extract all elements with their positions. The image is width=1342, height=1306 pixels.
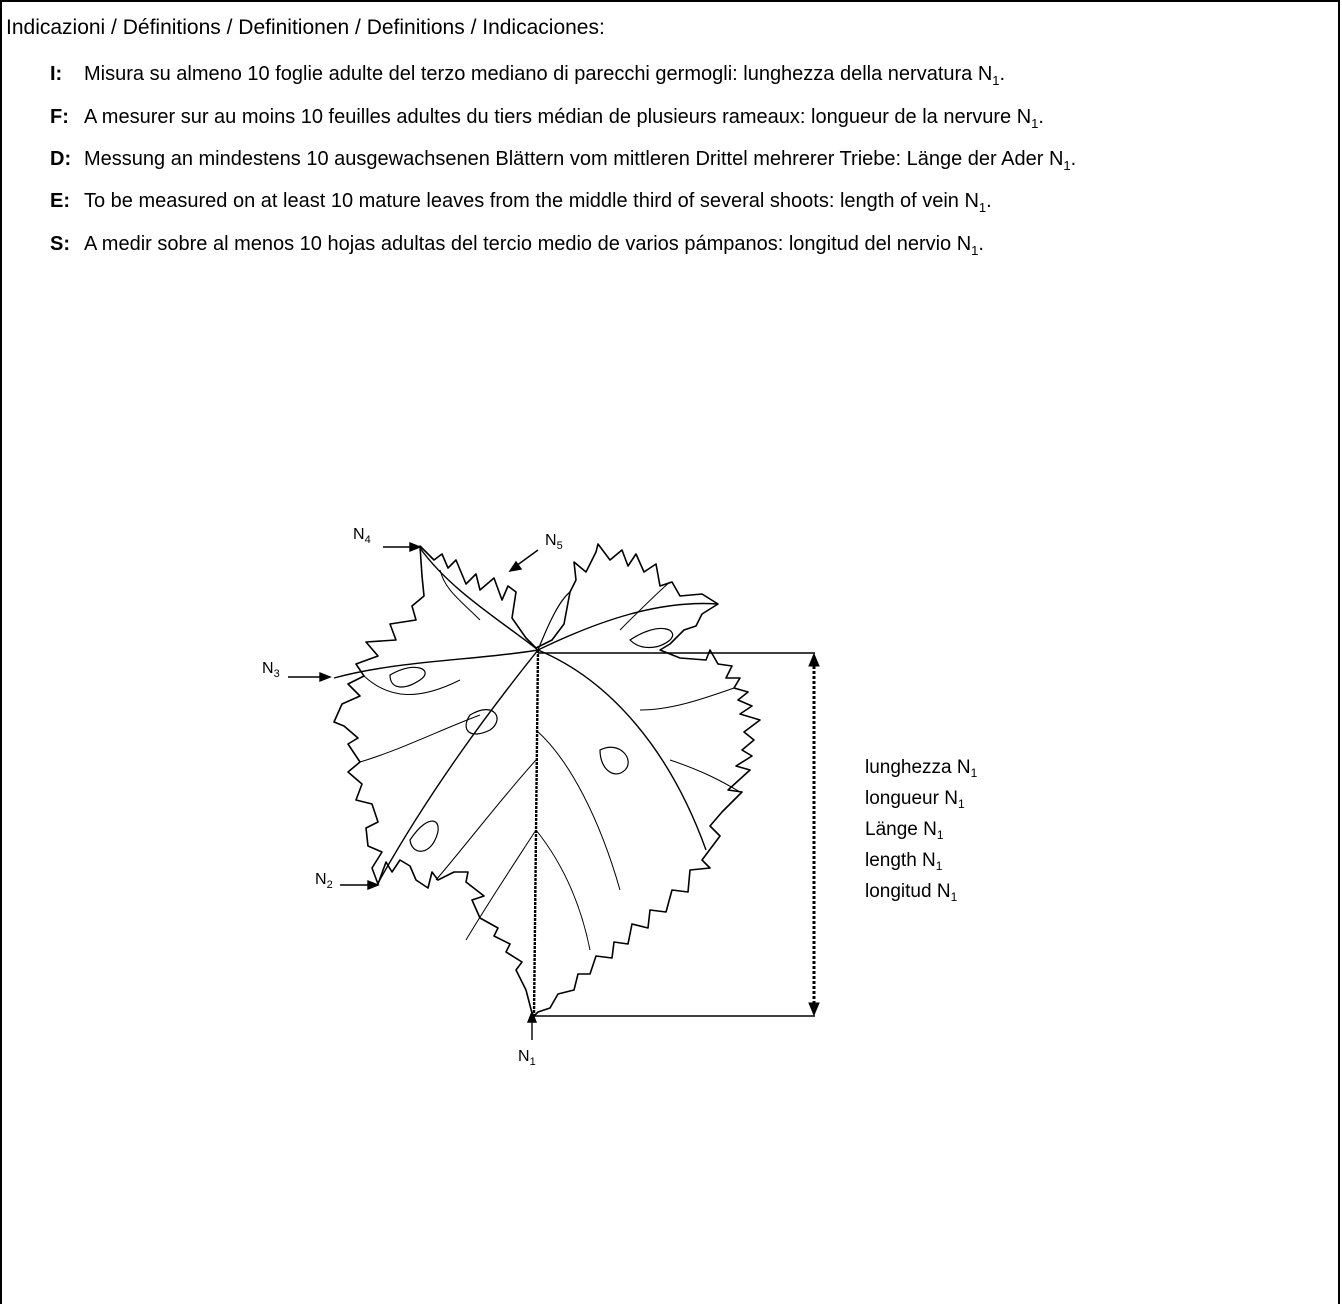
definition-text: To be measured on at least 10 mature lea… (84, 190, 979, 212)
label-n1: N1 (518, 1048, 536, 1071)
vein-n2 (378, 650, 538, 883)
measure-label-english: length N1 (865, 848, 977, 879)
measure-label-german: Länge N1 (865, 817, 977, 848)
definition-text: Messung an mindestens 10 ausgewachsenen … (84, 148, 1063, 170)
secondary-vein (670, 760, 740, 792)
definition-tail: . (986, 190, 992, 212)
leaf-figure: N1 N2 N3 N4 N5 (240, 500, 840, 1090)
definition-text: Misura su almeno 10 foglie adulte del te… (84, 63, 992, 85)
arrow-n3 (320, 673, 330, 681)
arrow-n4 (410, 543, 420, 551)
vein-n3 (334, 650, 538, 678)
label-n4: N4 (353, 526, 371, 549)
definition-text: A medir sobre al menos 10 hojas adultas … (84, 233, 971, 255)
definition-tail: . (1071, 148, 1077, 170)
sinus (410, 821, 438, 851)
definition-french: F:A mesurer sur au moins 10 feuilles adu… (50, 105, 1044, 136)
subscript: 1 (1063, 158, 1070, 173)
sinus (600, 747, 628, 774)
vein-right-upper (538, 603, 718, 650)
arrow-n1 (528, 1012, 536, 1022)
definition-tail: . (978, 233, 984, 255)
sinus (630, 628, 673, 647)
secondary-vein (536, 730, 620, 890)
secondary-vein (364, 676, 460, 695)
subscript: 1 (992, 73, 999, 88)
label-n5: N5 (545, 532, 563, 555)
label-n3: N3 (262, 660, 280, 683)
pointer-arrows (288, 543, 538, 1040)
language-code: E: (50, 189, 84, 213)
leaf-drawing (240, 500, 840, 1090)
secondary-vein (536, 830, 590, 950)
definition-tail: . (1000, 63, 1006, 85)
measure-label-spanish: longitud N1 (865, 879, 977, 910)
language-code: D: (50, 147, 84, 171)
definition-spanish: S:A medir sobre al menos 10 hojas adulta… (50, 232, 984, 263)
sinus (466, 710, 497, 734)
vein-right-lower (538, 650, 706, 850)
language-code: S: (50, 232, 84, 256)
secondary-vein (640, 688, 734, 710)
definition-italian: I:Misura su almeno 10 foglie adulte del … (50, 62, 1005, 93)
dimension-arrow-bottom (809, 1003, 819, 1015)
dimension-arrow-top (809, 654, 819, 666)
secondary-vein (436, 760, 536, 880)
secondary-vein (466, 830, 536, 940)
language-code: I: (50, 62, 84, 86)
definition-text: A mesurer sur au moins 10 feuilles adult… (84, 106, 1031, 128)
leaf-outline (334, 544, 760, 1017)
secondary-vein (360, 715, 480, 762)
definitions-heading: Indicazioni / Définitions / Definitionen… (6, 15, 605, 41)
measure-labels: lunghezza N1 longueur N1 Länge N1 length… (865, 755, 977, 910)
measure-label-italian: lunghezza N1 (865, 755, 977, 786)
definition-english: E:To be measured on at least 10 mature l… (50, 189, 992, 220)
measurement-marker (534, 653, 819, 1016)
sinus (390, 667, 425, 687)
secondary-vein (620, 582, 670, 630)
language-code: F: (50, 105, 84, 129)
definition-tail: . (1038, 106, 1044, 128)
measure-label-french: longueur N1 (865, 786, 977, 817)
label-n2: N2 (315, 871, 333, 894)
definition-german: D:Messung an mindestens 10 ausgewachsene… (50, 147, 1076, 178)
